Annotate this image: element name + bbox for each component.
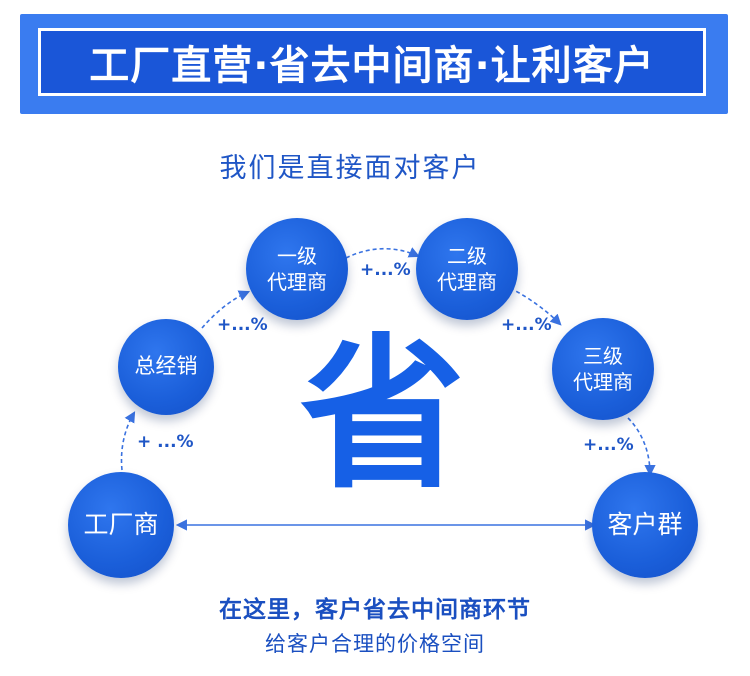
connector-factory-distributor <box>120 411 136 471</box>
node-agent3-label: 三级 代理商 <box>573 344 633 394</box>
node-agent1: 一级 代理商 <box>246 218 348 320</box>
node-agent1-label: 一级 代理商 <box>267 244 327 294</box>
center-character: 省 <box>300 319 465 511</box>
connector-agent3-customers <box>627 417 656 477</box>
node-agent2-label: 二级 代理商 <box>437 244 497 294</box>
markup-agent3-customers: +...% <box>583 435 634 455</box>
connector-agent2-agent3 <box>509 287 562 326</box>
subtitle: 我们是直接面对客户 <box>219 153 481 184</box>
footer-line-2: 给客户合理的价格空间 <box>265 632 485 656</box>
connector-agent1-agent2 <box>345 247 421 259</box>
node-customers-label: 客户群 <box>607 509 683 539</box>
connector-distributor-agent1 <box>201 290 251 329</box>
footer-line-1: 在这里，客户省去中间商环节 <box>219 597 531 623</box>
node-agent3: 三级 代理商 <box>552 318 654 420</box>
banner-title: 工厂直营·省去中间商·让利客户 <box>89 43 655 89</box>
header-banner-frame: 工厂直营·省去中间商·让利客户 <box>38 28 706 96</box>
node-factory: 工厂商 <box>68 472 174 578</box>
markup-agent1-agent2: +...% <box>360 260 411 280</box>
markup-agent2-agent3: +...% <box>501 315 552 335</box>
node-factory-label: 工厂商 <box>83 509 159 539</box>
node-distributor: 总经销 <box>118 319 214 415</box>
node-distributor-label: 总经销 <box>134 354 198 379</box>
node-customers: 客户群 <box>592 472 698 578</box>
node-agent2: 二级 代理商 <box>416 218 518 320</box>
markup-factory-distributor: + ...% <box>137 432 194 452</box>
header-banner: 工厂直营·省去中间商·让利客户 <box>20 14 728 114</box>
markup-distributor-agent1: +...% <box>217 315 268 335</box>
